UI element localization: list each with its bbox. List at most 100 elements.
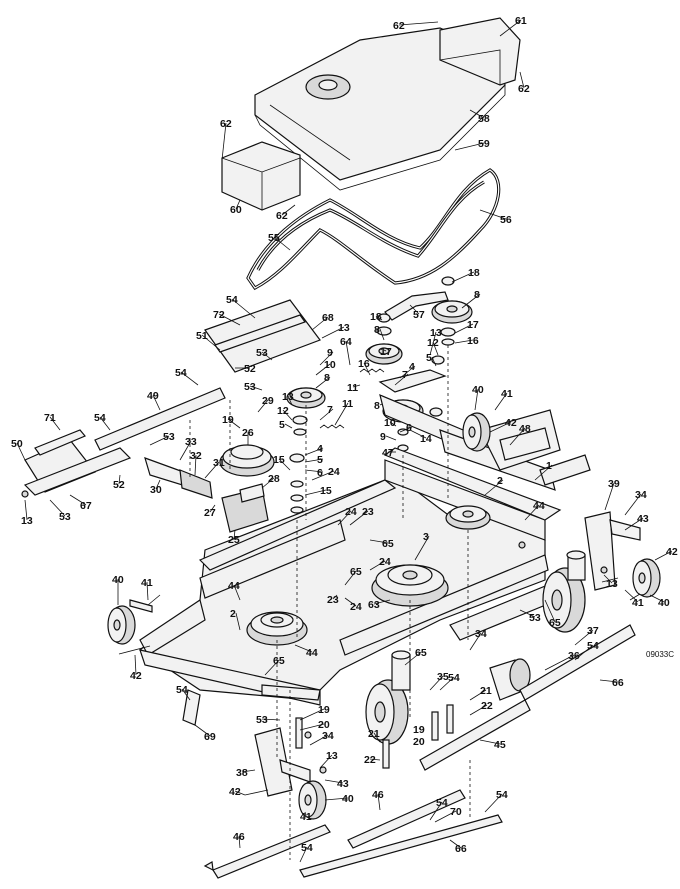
callout-8: 8 [374,400,383,412]
callout-leader [369,758,381,761]
callout-leader [273,236,291,251]
callout-number: 23 [327,594,339,606]
callout-24: 24 [311,466,340,481]
callout-54: 54 [176,684,191,701]
callout-number: 20 [413,736,425,748]
callout-65: 65 [344,566,362,586]
callout-45: 45 [479,739,506,751]
callout-leader [449,839,462,849]
callout-number: 17 [380,346,392,358]
callout-number: 62 [276,210,288,222]
callout-number: 48 [519,423,531,435]
callout-61: 61 [499,15,527,37]
callout-54: 54 [439,672,460,691]
callout-number: 49 [147,390,159,402]
callout-leader [375,315,383,321]
callout-leader [484,793,503,813]
callout-leader [451,271,475,283]
callout-leader [118,474,121,485]
callout-number: 32 [190,450,202,462]
callout-8: 8 [461,289,481,309]
callout-8: 8 [374,324,385,341]
drive-belts [246,168,501,291]
callout-number: 65 [382,538,394,550]
callout-64: 64 [340,336,352,366]
callout-66: 66 [599,677,624,689]
callout-number: 12 [277,405,289,417]
callout-number: 62 [518,83,530,95]
callout-leader [261,477,275,489]
callout-leader [454,142,485,151]
callout-leader [299,846,308,863]
roller-40-right [632,558,661,598]
callout-leader [499,19,522,37]
callout-leader [519,609,536,618]
callout-number: 34 [475,628,487,640]
callout-number: 41 [501,388,513,400]
callout-number: 62 [393,20,405,32]
callout-number: 53 [163,431,175,443]
cover-end-60 [221,141,301,211]
callout-leader [204,461,220,479]
callout-16: 16 [454,335,479,347]
callout-number: 29 [262,395,274,407]
callout-leader [344,597,357,607]
callout-leader [234,790,246,796]
callout-number: 67 [80,500,92,512]
callout-number: 54 [496,789,508,801]
callout-34: 34 [624,489,647,516]
callout-6: 6 [399,422,413,434]
rear-bracket-48 [479,409,561,471]
callout-leader [309,734,329,746]
idler-pulley-left [286,387,326,436]
callout-leader [146,581,149,601]
callout-number: 44 [533,500,545,512]
callout-leader [389,421,397,427]
callout-leader [349,510,369,526]
callout-leader [454,323,474,334]
callout-number: 45 [494,739,506,751]
bracket-38 [254,727,311,797]
callout-number: 18 [468,267,480,279]
callout-number: 66 [612,677,624,689]
callout-leader [284,423,293,429]
callout-number: 40 [658,597,670,609]
callout-leader [373,599,391,605]
callout-13: 13 [429,327,442,356]
callout-leader [201,334,221,351]
callout-number: 8 [324,372,330,384]
springs-11-64 [319,368,385,429]
callout-leader [604,482,615,511]
callout-70: 70 [434,806,462,823]
callout-leader [624,517,644,531]
callout-number: 46 [233,831,245,843]
callout-number: 53 [256,714,268,726]
callout-number: 44 [228,580,240,592]
callout-number: 7 [402,369,408,381]
callout-number: 53 [256,347,268,359]
callout-leader [324,797,349,801]
callout-leader [319,408,334,421]
callout-13: 13 [21,499,33,527]
spindle-pulley-right [445,505,491,530]
callout-leader [544,654,575,671]
callout-number: 42 [229,786,241,798]
callout-54: 54 [299,842,313,863]
callout-number: 24 [379,556,391,568]
callout-62: 62 [518,71,530,95]
callout-3: 3 [414,531,430,561]
callout-number: 41 [632,597,644,609]
callout-11: 11 [347,382,361,394]
callout-65: 65 [544,599,561,629]
callout-54: 54 [175,367,199,386]
callout-leader [181,688,191,701]
callout-44: 44 [294,644,318,659]
callout-leader [429,801,443,821]
callout-25: 25 [228,529,240,546]
callout-13: 13 [282,391,294,406]
callout-13: 13 [603,574,618,590]
callout-number: 40 [342,793,354,805]
idler-bracket-57 [384,291,449,321]
baffle-45 [419,699,531,771]
callout-30: 30 [150,479,162,496]
